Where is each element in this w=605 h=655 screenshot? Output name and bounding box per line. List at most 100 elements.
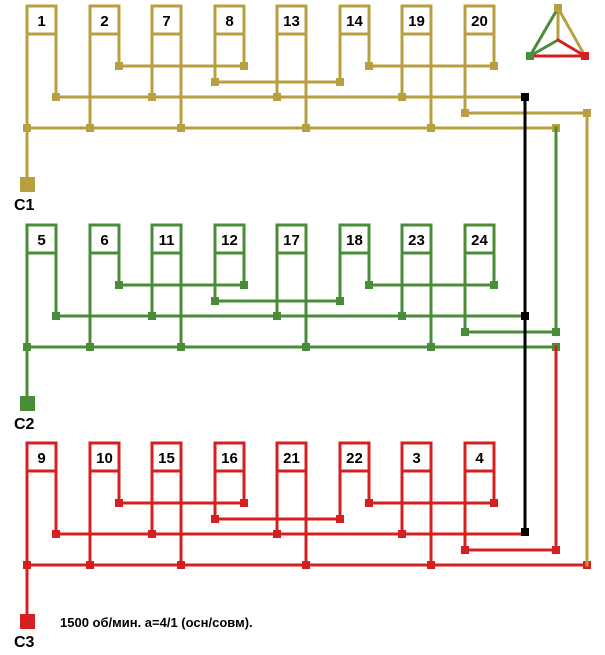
junction-node <box>398 312 406 320</box>
coil-number-label: 24 <box>471 232 488 249</box>
junction-node <box>86 124 94 132</box>
star-delta-triangle-icon <box>555 37 588 59</box>
junction-node <box>52 312 60 320</box>
coil-box <box>400 441 433 473</box>
star-delta-triangle-icon <box>555 5 588 59</box>
junction-node <box>521 312 529 320</box>
coil-number-label: 20 <box>471 13 488 30</box>
coil-number-label: 2 <box>100 13 108 30</box>
terminal-label: C3 <box>14 634 35 651</box>
junction-node <box>273 312 281 320</box>
coil-box <box>150 441 183 473</box>
coil-box <box>275 441 308 473</box>
junction-node <box>273 530 281 538</box>
coil-number-label: 4 <box>475 450 484 467</box>
junction-node <box>177 343 185 351</box>
star-delta-triangle-icon <box>527 37 561 59</box>
junction-node <box>461 109 469 117</box>
coil-box <box>275 223 308 255</box>
junction-node <box>365 281 373 289</box>
coil-number-label: 14 <box>346 13 363 30</box>
junction-node <box>302 124 310 132</box>
junction-node <box>177 561 185 569</box>
junction-node <box>211 515 219 523</box>
junction-node <box>427 343 435 351</box>
junction-node <box>427 124 435 132</box>
terminal-c1-square <box>20 177 35 192</box>
junction-node <box>240 499 248 507</box>
junction-node <box>148 312 156 320</box>
coil-box <box>88 441 121 473</box>
coil-number-label: 16 <box>221 450 238 467</box>
junction-node <box>398 93 406 101</box>
junction-node <box>52 93 60 101</box>
coil-box <box>150 223 183 255</box>
junction-node <box>86 343 94 351</box>
junction-node <box>552 546 560 554</box>
junction-node <box>336 297 344 305</box>
coil-number-label: 18 <box>346 232 363 249</box>
junction-node <box>490 499 498 507</box>
junction-node <box>398 530 406 538</box>
coil-box <box>88 4 121 36</box>
coil-box <box>88 223 121 255</box>
junction-node <box>461 328 469 336</box>
junction-node <box>240 281 248 289</box>
coil-number-label: 5 <box>37 232 45 249</box>
coil-box <box>213 4 246 36</box>
coil-box <box>25 441 58 473</box>
junction-node <box>211 297 219 305</box>
junction-node <box>336 515 344 523</box>
coil-number-label: 17 <box>283 232 300 249</box>
coil-number-label: 9 <box>37 450 45 467</box>
junction-node <box>365 499 373 507</box>
coil-number-label: 11 <box>159 232 175 249</box>
coil-box <box>400 4 433 36</box>
coil-box <box>213 223 246 255</box>
coil-box <box>338 223 371 255</box>
coil-box <box>25 223 58 255</box>
coil-box <box>463 4 496 36</box>
junction-node <box>211 78 219 86</box>
junction-node <box>52 530 60 538</box>
diagram-caption: 1500 об/мин. а=4/1 (осн/совм). <box>60 615 253 630</box>
coil-box <box>463 441 496 473</box>
junction-node <box>302 343 310 351</box>
coil-number-label: 19 <box>408 13 425 30</box>
junction-node <box>490 281 498 289</box>
coil-number-label: 3 <box>412 450 420 467</box>
junction-node <box>273 93 281 101</box>
coil-box <box>25 4 58 36</box>
coil-box <box>150 4 183 36</box>
star-delta-triangle-icon <box>554 4 562 12</box>
junction-node <box>336 78 344 86</box>
junction-node <box>177 124 185 132</box>
terminal-label: C2 <box>14 416 35 433</box>
coil-number-label: 13 <box>283 13 300 30</box>
junction-node <box>365 62 373 70</box>
star-delta-triangle-icon <box>581 52 589 60</box>
coil-box <box>338 441 371 473</box>
junction-node <box>427 561 435 569</box>
coil-number-label: 10 <box>96 450 113 467</box>
terminal-label: C1 <box>14 197 35 214</box>
coil-box <box>338 4 371 36</box>
star-delta-triangle-icon <box>527 5 561 59</box>
coil-number-label: 7 <box>162 13 170 30</box>
coil-number-label: 12 <box>221 232 238 249</box>
coil-number-label: 22 <box>346 450 363 467</box>
coil-box <box>400 223 433 255</box>
star-delta-triangle-icon <box>526 52 534 60</box>
junction-node <box>115 499 123 507</box>
junction-node <box>302 561 310 569</box>
coil-number-label: 15 <box>158 450 175 467</box>
coil-box <box>463 223 496 255</box>
junction-node <box>115 62 123 70</box>
junction-node <box>461 546 469 554</box>
junction-node <box>521 528 529 536</box>
junction-node <box>86 561 94 569</box>
coil-number-label: 1 <box>37 13 45 30</box>
coil-box <box>213 441 246 473</box>
terminal-c3-square <box>20 614 35 629</box>
